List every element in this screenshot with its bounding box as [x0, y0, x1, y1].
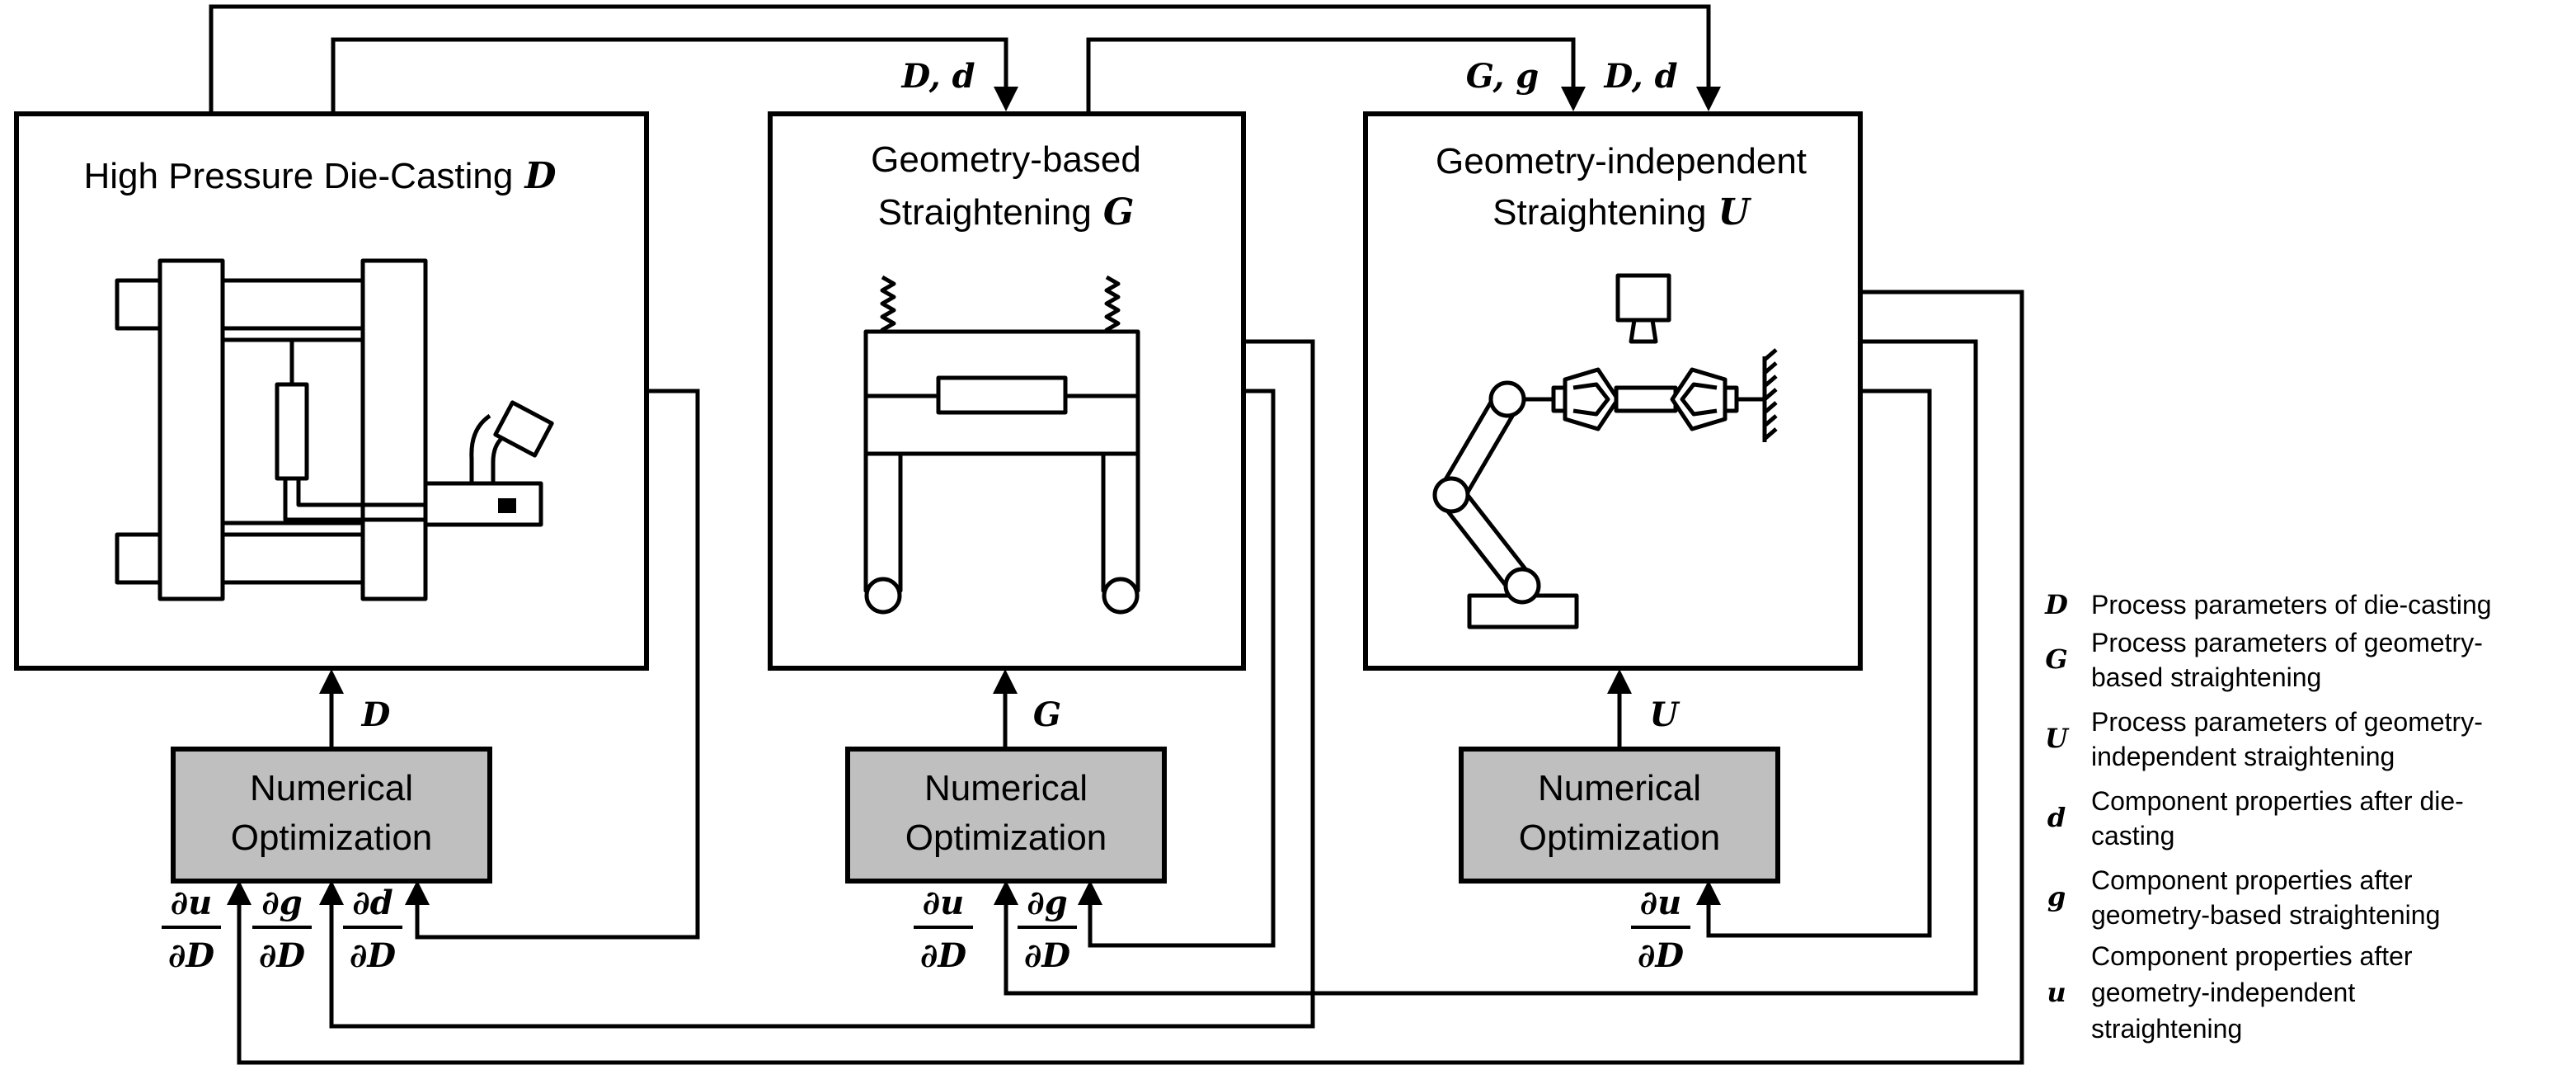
gradient-dd-dD-optimizer1: ∂d ∂D	[343, 884, 402, 975]
optimizer-3: Numerical Optimization	[1459, 747, 1780, 884]
optimizer-2-line2: Optimization	[905, 818, 1107, 858]
flow-label-into-geometry-based: D, d	[900, 57, 975, 96]
optimizer-1-line1: Numerical	[250, 768, 413, 808]
legend-text-D-1: Process parameters of die-casting	[2091, 590, 2492, 620]
robot-arm-icon	[1432, 273, 1778, 629]
straightening-press-icon	[863, 275, 1140, 615]
optimizer-1: Numerical Optimization	[171, 747, 492, 884]
die-casting-machine-icon	[115, 258, 554, 601]
optimizer-1-line2: Optimization	[231, 818, 433, 858]
optimizer-3-box	[1459, 747, 1780, 884]
optimizer1-output-symbol: D	[361, 695, 391, 734]
wire-feedback-u-to-optimizer1	[227, 290, 2024, 1065]
legend-symbol-D: D	[2044, 589, 2068, 620]
wire-feedback-u-to-optimizer3	[1696, 389, 1932, 938]
optimizer3-output-symbol: U	[1650, 695, 1681, 734]
wire-feedback-g-to-optimizer2	[1078, 389, 1276, 948]
legend-symbol-d: d	[2047, 802, 2066, 833]
legend-text-d-2: casting	[2091, 821, 2174, 851]
gradient-du-dD-optimizer2: ∂u ∂D	[914, 884, 973, 975]
legend-symbol-U: U	[2045, 723, 2070, 754]
flow-label-into-geometry-independent-a: G, g	[1466, 57, 1539, 96]
svg-text:∂g: ∂g	[1027, 884, 1067, 922]
gradient-du-dD-optimizer1: ∂u ∂D	[162, 884, 221, 975]
optimizer-1-box	[171, 747, 492, 884]
legend-text-g-1: Component properties after	[2091, 865, 2413, 895]
legend-symbol-g: g	[2047, 881, 2066, 912]
svg-text:∂u: ∂u	[171, 884, 212, 922]
svg-text:∂D: ∂D	[259, 936, 305, 975]
connector-wires	[209, 4, 2024, 1065]
legend-text-g-2: geometry-based straightening	[2091, 900, 2440, 930]
gradient-dg-dD-optimizer1: ∂g ∂D	[252, 884, 312, 975]
legend-text-U-2: independent straightening	[2091, 742, 2395, 771]
legend: D Process parameters of die-casting G Pr…	[2044, 589, 2491, 1044]
flow-label-into-geometry-independent-b: D, d	[1603, 57, 1677, 96]
legend-text-G-1: Process parameters of geometry-	[2091, 628, 2483, 657]
legend-symbol-u: u	[2047, 977, 2066, 1008]
optimizer-3-line1: Numerical	[1538, 768, 1701, 808]
legend-text-G-2: based straightening	[2091, 662, 2321, 692]
optimizer-2-box	[845, 747, 1167, 884]
svg-text:∂D: ∂D	[1638, 936, 1684, 975]
wire-feedback-g-to-optimizer1	[319, 339, 1315, 1029]
legend-symbol-G: G	[2045, 643, 2067, 675]
svg-text:∂D: ∂D	[350, 936, 396, 975]
legend-text-u-2: geometry-independent	[2091, 978, 2355, 1007]
optimizer-2-line1: Numerical	[924, 768, 1088, 808]
svg-text:∂u: ∂u	[1640, 884, 1681, 922]
legend-text-u-1: Component properties after	[2091, 941, 2413, 971]
optimizer2-output-symbol: G	[1033, 695, 1061, 734]
svg-text:∂d: ∂d	[352, 884, 393, 922]
svg-text:∂u: ∂u	[923, 884, 964, 922]
wire-die-casting-to-geometry-independent	[209, 4, 1721, 112]
svg-text:∂D: ∂D	[1024, 936, 1070, 975]
gradient-du-dD-optimizer3: ∂u ∂D	[1631, 884, 1690, 975]
legend-text-U-1: Process parameters of geometry-	[2091, 707, 2483, 737]
geometry-based-title-line1: Geometry-based	[871, 139, 1141, 180]
wire-feedback-u-to-optimizer2	[994, 339, 1978, 996]
wire-die-casting-to-geometry-based	[331, 37, 1018, 112]
svg-text:∂D: ∂D	[920, 936, 966, 975]
wire-feedback-d-to-optimizer1	[405, 389, 700, 940]
optimizer-3-line2: Optimization	[1519, 818, 1721, 858]
legend-text-d-1: Component properties after die-	[2091, 786, 2464, 816]
svg-text:∂D: ∂D	[168, 936, 214, 975]
wire-geometry-based-to-geometry-independent	[1086, 37, 1586, 112]
optimizer-2: Numerical Optimization	[845, 747, 1167, 884]
legend-text-u-3: straightening	[2091, 1014, 2242, 1044]
geometry-independent-title-line1: Geometry-independent	[1436, 141, 1807, 181]
svg-text:∂g: ∂g	[261, 884, 302, 922]
gradient-dg-dD-optimizer2: ∂g ∂D	[1018, 884, 1077, 975]
